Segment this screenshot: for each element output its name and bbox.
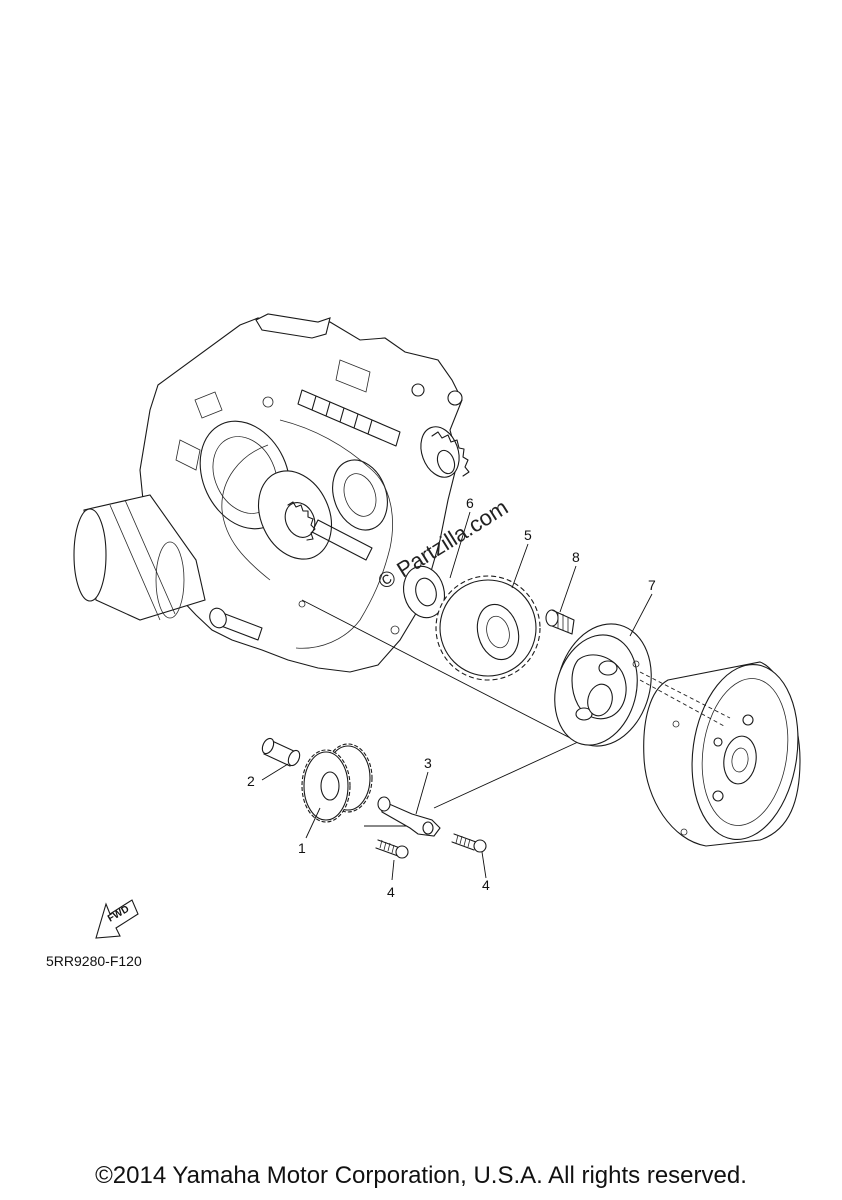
leader-2 — [261, 763, 289, 781]
callout-3: 3 — [424, 755, 432, 771]
part-7-starter-clutch — [554, 623, 652, 747]
callout-1: 1 — [298, 840, 306, 856]
leader-5 — [511, 543, 529, 589]
diagram-code: 5RR9280-F120 — [46, 953, 142, 969]
starter-motor — [73, 494, 206, 621]
callout-6: 6 — [466, 495, 474, 511]
callout-8: 8 — [572, 549, 580, 565]
callout-2: 2 — [247, 773, 255, 789]
part-2-shaft — [261, 737, 301, 767]
leader-1 — [305, 807, 321, 839]
part-8-bolt — [545, 609, 575, 635]
engine-crankcase — [139, 313, 470, 673]
part-1-double-gear — [301, 743, 373, 823]
flywheel-rotor — [639, 661, 801, 847]
fwd-arrow-icon: FWD — [95, 899, 139, 939]
callout-5: 5 — [524, 527, 532, 543]
leader-4a — [391, 859, 395, 881]
leader-8 — [559, 565, 577, 613]
callout-4-right: 4 — [482, 877, 490, 893]
leader-3 — [415, 771, 429, 815]
leader-7 — [629, 593, 653, 637]
part-5-idle-gear — [435, 575, 541, 681]
leader-6 — [449, 511, 471, 579]
callout-4-left: 4 — [387, 884, 395, 900]
part-4-screw-right — [451, 833, 487, 853]
copyright-notice: ©2014 Yamaha Motor Corporation, U.S.A. A… — [95, 1162, 747, 1189]
part-4-screw-left — [375, 839, 409, 859]
part-3-plate — [377, 796, 441, 837]
leader-4b — [481, 851, 487, 879]
callout-7: 7 — [648, 577, 656, 593]
part-6-washer — [402, 565, 446, 619]
